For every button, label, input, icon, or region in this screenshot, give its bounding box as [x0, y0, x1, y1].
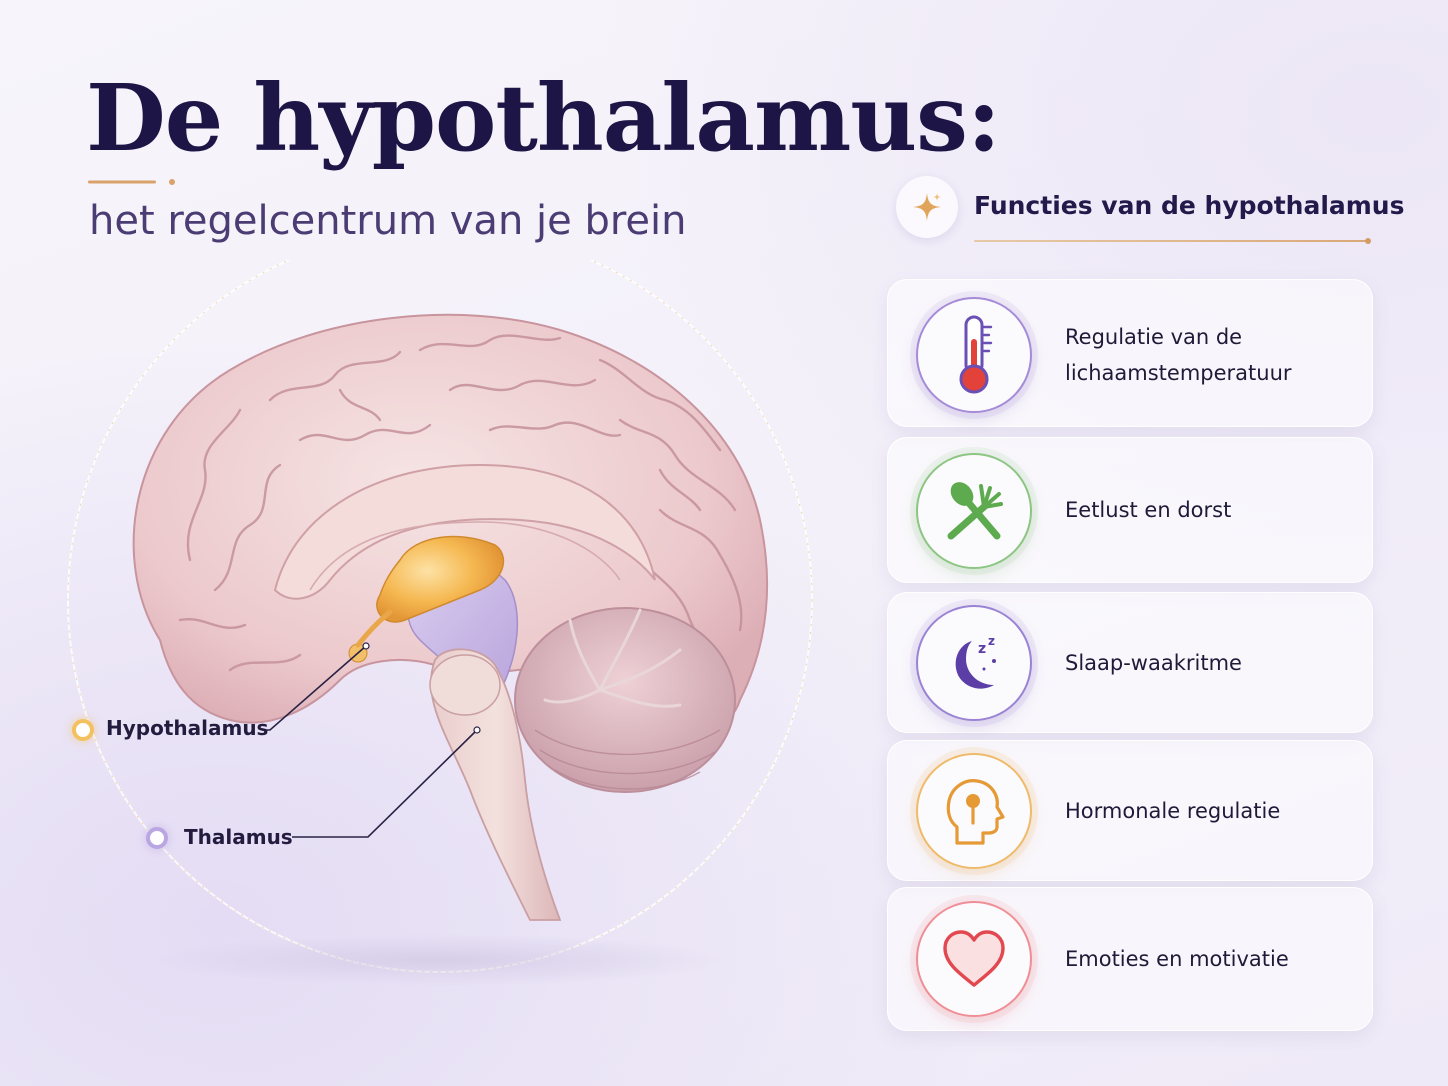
function-label: Hormonale regulatie: [1065, 799, 1281, 823]
function-label: Emoties en motivatie: [1065, 947, 1289, 971]
label-thalamus: Thalamus: [184, 825, 293, 849]
function-label: Eetlust en dorst: [1065, 498, 1232, 522]
page-title: De hypothalamus:: [86, 64, 1001, 172]
functions-title: Functies van de hypothalamus: [974, 191, 1405, 220]
function-card-hormones: Hormonale regulatie: [887, 740, 1373, 881]
function-card-appetite: Eetlust en dorst: [887, 437, 1373, 583]
icon-ring: z z: [916, 605, 1032, 721]
functions-header: Functies van de hypothalamus: [896, 176, 1404, 246]
icon-ring: [916, 453, 1032, 569]
icon-ring: [916, 297, 1032, 413]
thalamus-marker: [146, 827, 168, 849]
functions-title-underline: [974, 238, 1371, 244]
thermometer-icon: [959, 315, 993, 394]
title-accent-line: [88, 179, 175, 185]
function-card-temperature: Regulatie van de lichaamstemperatuur: [887, 279, 1373, 427]
label-hypothalamus: Hypothalamus: [106, 716, 269, 740]
heart-icon: [943, 930, 1005, 987]
icon-ring: [916, 753, 1032, 869]
sparkle-icon: [913, 193, 941, 221]
hypothalamus-marker: [72, 719, 94, 741]
icon-ring: [916, 901, 1032, 1017]
function-card-sleep: z z Slaap-waakritme: [887, 592, 1373, 733]
sparkle-badge: [896, 176, 958, 238]
spoon-fork-icon: [947, 482, 1003, 540]
function-card-emotions: Emoties en motivatie: [887, 887, 1373, 1031]
function-label: Slaap-waakritme: [1065, 651, 1242, 675]
svg-text:z: z: [978, 641, 986, 657]
function-label: Regulatie van de lichaamstemperatuur: [1065, 325, 1292, 385]
moon-sleep-icon: z z: [955, 634, 996, 689]
svg-text:z: z: [988, 634, 995, 648]
page-subtitle: het regelcentrum van je brein: [89, 198, 687, 244]
brain-illustration: [40, 260, 840, 1000]
head-gland-icon: [946, 779, 1005, 845]
